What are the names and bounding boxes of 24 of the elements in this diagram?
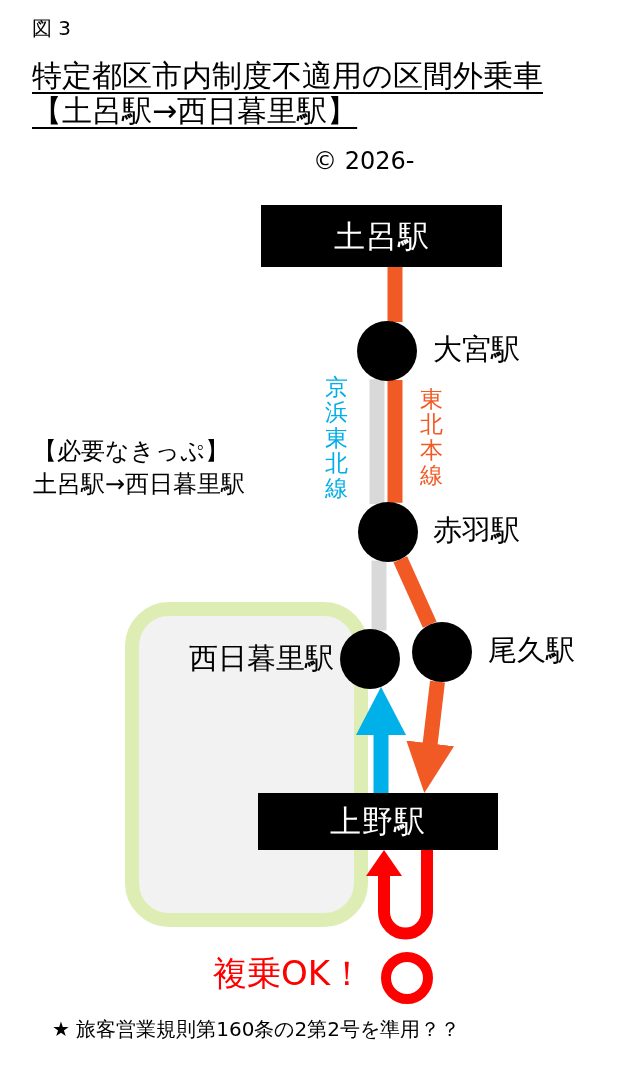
annotation-text: 複乗OK！: [213, 952, 365, 995]
station-name: 土呂駅: [333, 220, 430, 252]
figure-number: 図 3: [32, 16, 72, 41]
line-name: 東北本線: [420, 387, 443, 489]
copyright-notice: © 2026-: [313, 146, 415, 176]
route-arrow: [366, 850, 433, 940]
route-line: [387, 267, 403, 323]
station-name: 尾久駅: [488, 632, 575, 669]
route-arrow: [356, 686, 406, 793]
station-name: 上野駅: [330, 806, 426, 837]
note-heading: 【必要なきっぷ】: [33, 436, 229, 466]
line-name: 京浜東北線: [325, 375, 348, 502]
route-line: [393, 556, 437, 628]
footnote-text: ★ 旅客営業規則第160条の2第2号を準用？？: [52, 1017, 460, 1042]
station-sign: [261, 205, 502, 267]
route-line: [369, 379, 385, 505]
station-sign: [258, 793, 498, 850]
route-line: [387, 379, 403, 503]
station-name: 大宮駅: [433, 331, 520, 368]
note-text: 土呂駅→西日暮里駅: [33, 469, 246, 499]
route-arrow: [406, 680, 454, 793]
station-name: 赤羽駅: [433, 512, 520, 549]
station-name: 西日暮里駅: [189, 640, 334, 677]
title: 特定都区市内制度不適用の区間外乗車【土呂駅→西日暮里駅】: [32, 58, 544, 128]
